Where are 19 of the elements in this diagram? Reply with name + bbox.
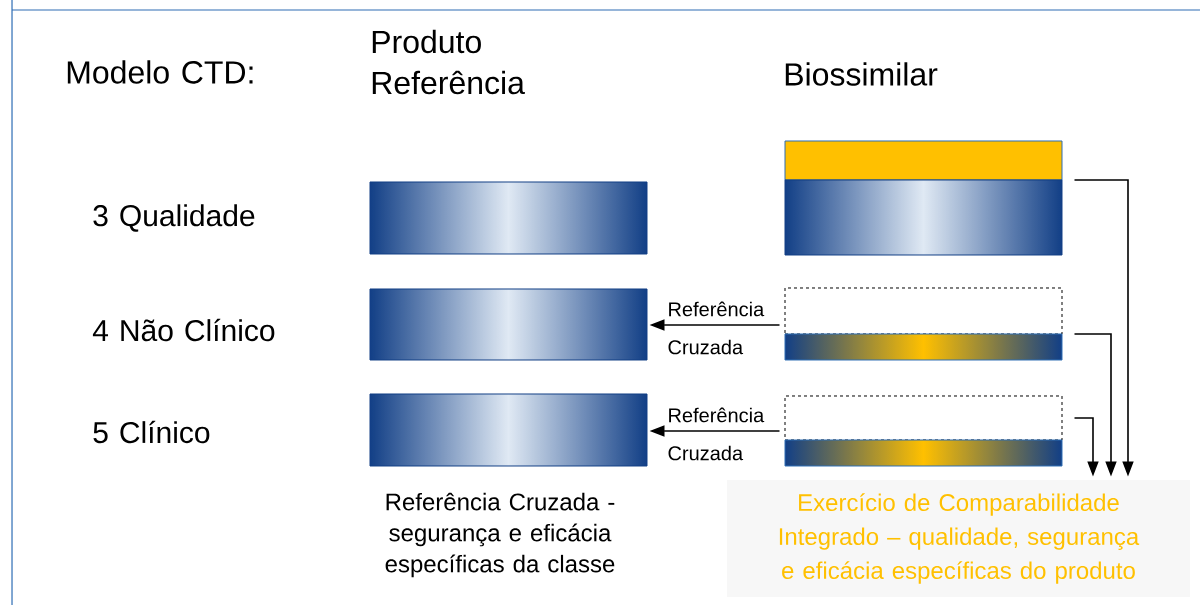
bar (369, 181, 648, 255)
label: 3 Qualidade (93, 204, 255, 232)
label: Biossimilar (785, 62, 938, 86)
edge-label: Referência Cruzada (668, 407, 765, 461)
label: 5 Clínico (93, 420, 210, 444)
text-box: Exercício de Comparabilidade Integrado – qualidade, segurança e eficácia específicas do produto (727, 480, 1190, 597)
bar (369, 393, 648, 467)
bar (784, 439, 1063, 467)
dashed-box (784, 395, 1063, 441)
bar (784, 140, 1063, 181)
label: Modelo CTD: (67, 60, 253, 84)
label: 4 Não Clínico (92, 318, 275, 342)
label: Referência Cruzada - segurança e eficácia específicas da classe (385, 492, 615, 578)
dashed-box (784, 287, 1063, 335)
bar (784, 179, 1063, 256)
edge-label: Referência Cruzada (668, 301, 765, 355)
bar (784, 333, 1063, 361)
bar (369, 288, 648, 361)
label: Produto Referência (372, 29, 525, 95)
